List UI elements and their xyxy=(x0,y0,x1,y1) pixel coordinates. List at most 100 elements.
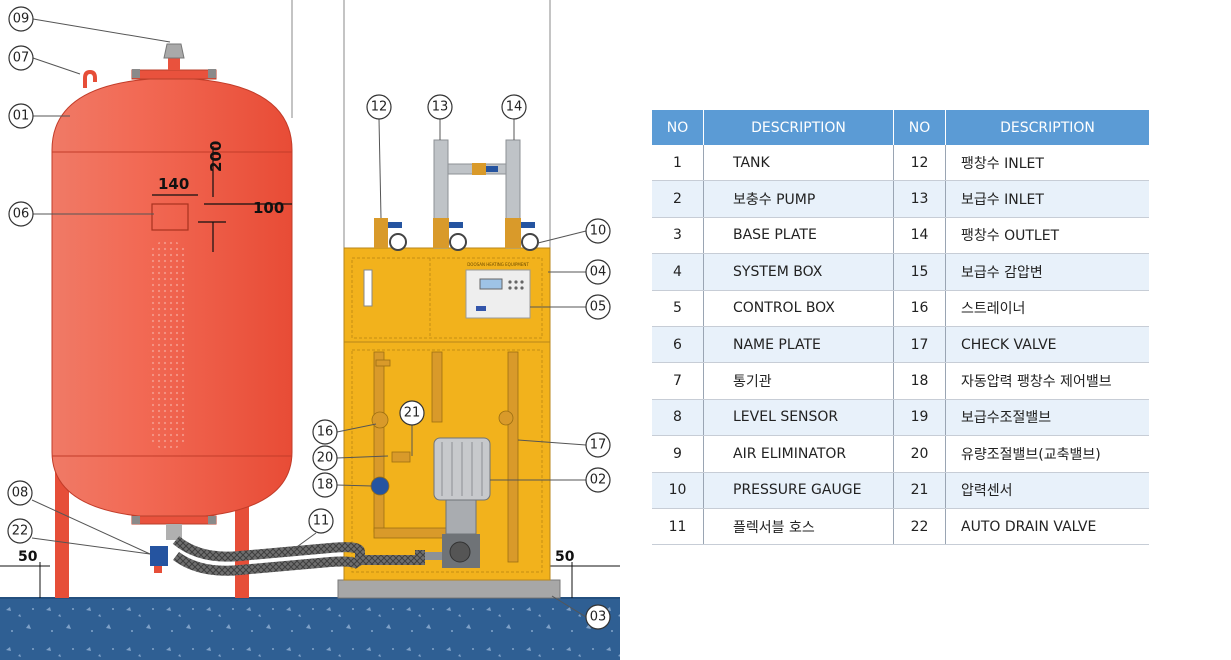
auto-drain-valve xyxy=(150,546,168,566)
callout-11: 11 xyxy=(308,508,334,534)
callout-05: 05 xyxy=(585,294,611,320)
row-description-left: LEVEL SENSOR xyxy=(703,399,894,437)
svg-text:04: 04 xyxy=(590,265,607,280)
row-description-right: 압력센서 xyxy=(945,472,1149,509)
row-description-left: PRESSURE GAUGE xyxy=(703,472,894,509)
callout-12: 12 xyxy=(366,94,392,120)
row-no-right: 22 xyxy=(893,508,946,546)
svg-text:06: 06 xyxy=(13,207,30,222)
row-no-left: 7 xyxy=(652,362,704,400)
row-no-left: 6 xyxy=(652,326,704,364)
svg-text:11: 11 xyxy=(313,514,330,529)
svg-text:13: 13 xyxy=(432,100,449,115)
svg-text:16: 16 xyxy=(317,425,334,440)
callout-09: 09 xyxy=(8,6,34,32)
svg-text:03: 03 xyxy=(590,610,607,625)
flexible-hose xyxy=(172,536,425,565)
callout-14: 14 xyxy=(501,94,527,120)
callout-21: 21 xyxy=(399,400,425,426)
table-header-row: NO DESCRIPTION NO DESCRIPTION xyxy=(652,110,1149,145)
row-description-left: TANK xyxy=(703,145,894,182)
dim-100: 100 xyxy=(253,199,284,217)
callout-22: 22 xyxy=(7,518,33,544)
row-description-right: 팽창수 OUTLET xyxy=(945,217,1149,255)
row-no-right: 16 xyxy=(893,290,946,327)
svg-text:14: 14 xyxy=(506,100,523,115)
svg-text:20: 20 xyxy=(317,451,334,466)
row-description-right: 스트레이너 xyxy=(945,290,1149,327)
callout-07: 07 xyxy=(8,45,34,71)
svg-text:01: 01 xyxy=(13,109,30,124)
header-no-2: NO xyxy=(893,110,946,145)
row-no-right: 21 xyxy=(893,472,946,509)
expansion-tank xyxy=(51,43,293,573)
callout-04: 04 xyxy=(585,259,611,285)
row-no-left: 10 xyxy=(652,472,704,509)
svg-text:17: 17 xyxy=(590,438,607,453)
control-box xyxy=(465,269,531,319)
air-eliminator xyxy=(163,43,185,59)
row-description-right: 유량조절밸브(교축밸브) xyxy=(945,435,1149,473)
row-description-right: 팽창수 INLET xyxy=(945,145,1149,182)
callout-03: 03 xyxy=(585,604,611,630)
svg-text:22: 22 xyxy=(12,524,29,539)
svg-text:05: 05 xyxy=(590,300,607,315)
box-nameplate-label: DOOSAN HEATING EQUIPMENT xyxy=(467,262,529,267)
svg-text:09: 09 xyxy=(13,12,30,27)
row-no-right: 20 xyxy=(893,435,946,473)
header-description-2: DESCRIPTION xyxy=(945,110,1149,145)
row-no-right: 12 xyxy=(893,145,946,182)
row-description-left: CONTROL BOX xyxy=(703,290,894,327)
svg-text:21: 21 xyxy=(404,406,421,421)
row-description-right: 보급수 INLET xyxy=(945,180,1149,218)
level-sensor xyxy=(363,269,373,307)
row-description-left: 보충수 PUMP xyxy=(703,180,894,218)
row-description-left: SYSTEM BOX xyxy=(703,253,894,291)
row-description-left: NAME PLATE xyxy=(703,326,894,364)
svg-text:18: 18 xyxy=(317,478,334,493)
dim-140: 140 xyxy=(158,175,189,193)
callout-01: 01 xyxy=(8,103,34,129)
row-no-left: 2 xyxy=(652,180,704,218)
base-plate xyxy=(337,579,561,599)
header-no-1: NO xyxy=(652,110,704,145)
row-no-left: 4 xyxy=(652,253,704,291)
row-no-right: 15 xyxy=(893,253,946,291)
row-no-left: 9 xyxy=(652,435,704,473)
dim-200: 200 xyxy=(207,141,225,172)
callout-02: 02 xyxy=(585,467,611,493)
row-description-right: 자동압력 팽창수 제어밸브 xyxy=(945,362,1149,400)
row-no-left: 1 xyxy=(652,145,704,182)
row-description-left: BASE PLATE xyxy=(703,217,894,255)
callout-13: 13 xyxy=(427,94,453,120)
row-description-right: 보급수조절밸브 xyxy=(945,399,1149,437)
row-no-left: 11 xyxy=(652,508,704,546)
svg-text:12: 12 xyxy=(371,100,388,115)
row-no-left: 3 xyxy=(652,217,704,255)
row-description-right: 보급수 감압변 xyxy=(945,253,1149,291)
row-description-left: 통기관 xyxy=(703,362,894,400)
header-description-1: DESCRIPTION xyxy=(703,110,894,145)
row-description-left: 플렉서블 호스 xyxy=(703,508,894,546)
svg-text:08: 08 xyxy=(12,486,29,501)
callout-17: 17 xyxy=(585,432,611,458)
callout-20: 20 xyxy=(312,445,338,471)
vent-pipe xyxy=(83,69,97,88)
guide-lines xyxy=(291,0,551,248)
row-no-right: 18 xyxy=(893,362,946,400)
svg-text:07: 07 xyxy=(13,51,30,66)
name-plate xyxy=(151,203,189,231)
callout-10: 10 xyxy=(585,218,611,244)
concrete-foundation xyxy=(0,598,620,660)
svg-text:10: 10 xyxy=(590,224,607,239)
row-no-right: 14 xyxy=(893,217,946,255)
dim-50-right: 50 xyxy=(555,549,575,565)
